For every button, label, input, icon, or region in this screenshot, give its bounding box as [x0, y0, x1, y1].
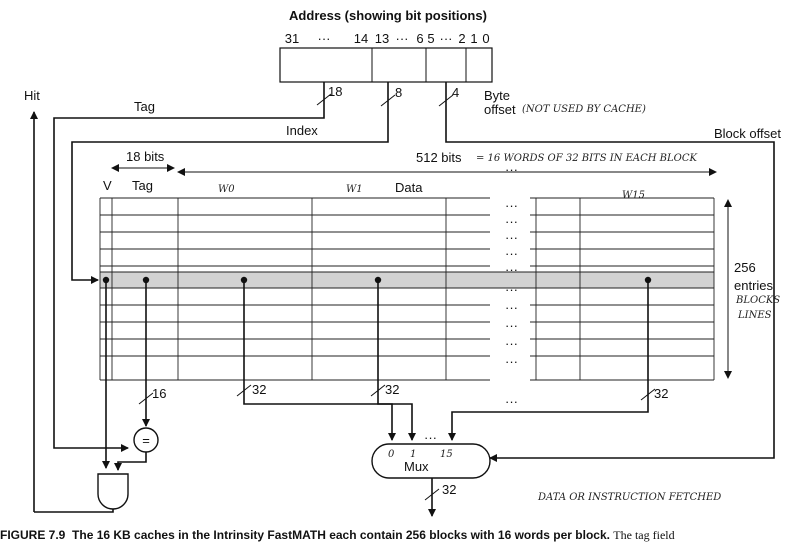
col-tag: Tag — [132, 178, 153, 193]
data-bits-label: 512 bits — [416, 150, 462, 165]
cache-table: ······························ — [99, 197, 715, 381]
figure-caption: FIGURE 7.9 The 16 KB caches in the Intri… — [0, 528, 808, 554]
w0-bus-width: 32 — [252, 382, 266, 397]
hit-label: Hit — [24, 88, 40, 103]
byte-label: Byte — [484, 88, 510, 103]
mux-dots: ··· — [424, 430, 437, 445]
wire-dots: ··· — [505, 394, 518, 409]
table-dots-6: ··· — [505, 300, 518, 315]
table-dots-9: ··· — [505, 354, 518, 369]
caption-text-2: The tag field — [613, 528, 675, 542]
mux-input-1: 1 — [410, 449, 416, 460]
table-dots-0: ··· — [505, 198, 518, 213]
w0-wire — [243, 280, 396, 441]
w15-wire — [448, 280, 649, 441]
col-v: V — [103, 178, 112, 193]
w15-bus-width: 32 — [654, 386, 668, 401]
tag-wire — [53, 82, 325, 452]
entries-note-blocks: BLOCKS — [735, 295, 780, 306]
bit-0: 0 — [482, 31, 489, 46]
and-out-wire — [34, 509, 114, 513]
bit-dots-3: ··· — [440, 31, 453, 46]
table-dots-7: ··· — [505, 318, 518, 333]
bit-5: 5 — [427, 31, 434, 46]
index-wire — [71, 82, 389, 284]
table-dots-8: ··· — [505, 336, 518, 351]
bit-2: 2 — [458, 31, 465, 46]
mux-input-0: 0 — [388, 449, 395, 460]
address-register — [279, 47, 493, 83]
word-label-w1: W1 — [346, 184, 363, 195]
bit-31: 31 — [285, 31, 299, 46]
caption-text: The 16 KB caches in the Intrinsity FastM… — [72, 528, 610, 542]
tag-width: 18 — [328, 84, 342, 99]
block-offset-label: Block offset — [714, 126, 781, 141]
out-bus-width: 32 — [442, 482, 456, 497]
index-width: 8 — [395, 85, 402, 100]
table-dots-5: ··· — [505, 282, 518, 297]
byte-width: 4 — [452, 85, 459, 100]
byte-offset-label: offset — [484, 102, 516, 117]
hit-and-gate — [97, 473, 129, 510]
w1-bus-width: 32 — [385, 382, 399, 397]
block-offset-wire — [445, 82, 775, 462]
compare-out-wire — [114, 452, 147, 471]
index-label: Index — [286, 123, 318, 138]
bit-dots-2: ··· — [396, 31, 409, 46]
entries-label: entries — [734, 278, 774, 293]
mux-label: Mux — [404, 459, 429, 474]
table-dots-4: ··· — [505, 262, 518, 277]
word-mux — [371, 443, 491, 479]
tag-label: Tag — [134, 99, 155, 114]
tag-bus-width: 16 — [152, 386, 166, 401]
col-data: Data — [395, 180, 423, 195]
data-bits-note: = 16 WORDS OF 32 BITS IN EACH BLOCK — [476, 153, 698, 164]
bit-13: 13 — [375, 31, 389, 46]
bit-14: 14 — [354, 31, 368, 46]
bit-6: 6 — [416, 31, 423, 46]
header-dots: ··· — [505, 162, 518, 177]
w1-wire — [377, 280, 416, 441]
diagram-canvas: Address (showing bit positions) 31 ··· 1… — [24, 8, 781, 517]
table-dots-1: ··· — [505, 214, 518, 229]
bit-1: 1 — [470, 31, 477, 46]
tag-bits-label: 18 bits — [126, 149, 165, 164]
selected-row — [100, 272, 714, 288]
entries-count: 256 — [734, 260, 756, 275]
word-label-w15: W15 — [622, 190, 645, 201]
out-note: DATA OR INSTRUCTION FETCHED — [537, 492, 721, 503]
caption-figure: FIGURE 7.9 — [0, 528, 66, 542]
word-label-w0: W0 — [218, 184, 235, 195]
table-dots-3: ··· — [505, 246, 518, 261]
address-title: Address (showing bit positions) — [289, 8, 487, 23]
entries-note-lines: LINES — [737, 310, 772, 321]
table-dots-2: ··· — [505, 230, 518, 245]
byte-offset-note: (NOT USED BY CACHE) — [522, 104, 646, 115]
bit-dots-1: ··· — [318, 31, 331, 46]
mux-input-15: 15 — [440, 449, 453, 460]
compare-symbol: = — [142, 433, 150, 448]
